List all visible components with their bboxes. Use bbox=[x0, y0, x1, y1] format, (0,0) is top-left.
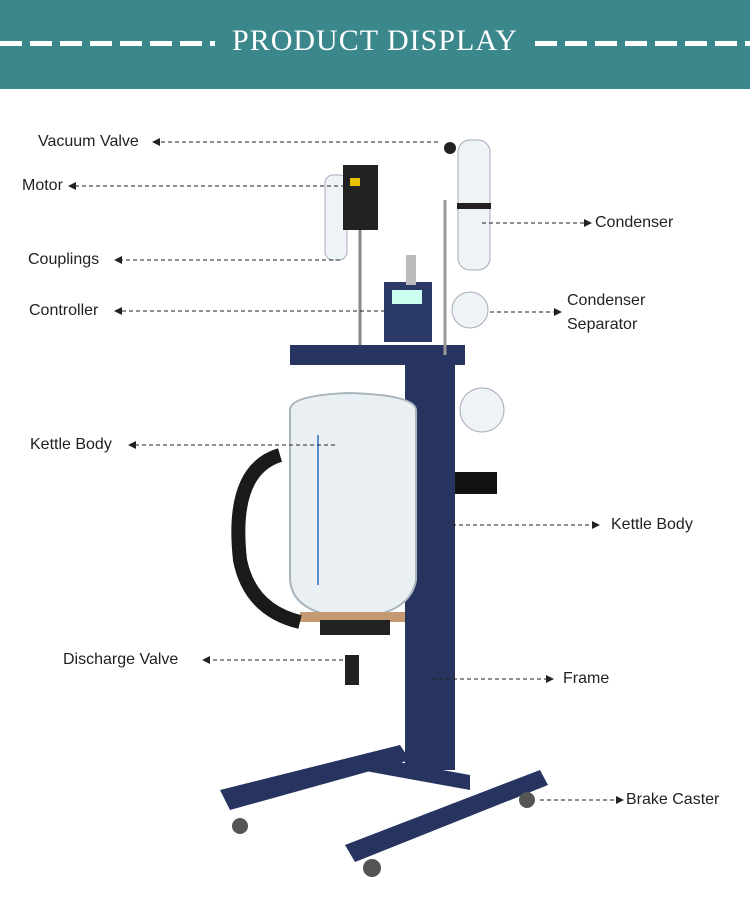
label-couplings: Couplings bbox=[28, 251, 100, 268]
brake-caster-icon bbox=[232, 792, 535, 877]
hose bbox=[231, 448, 302, 629]
kettle-body bbox=[289, 391, 417, 685]
header-banner: PRODUCT DISPLAY bbox=[0, 0, 750, 89]
page-title: PRODUCT DISPLAY bbox=[0, 24, 750, 58]
label-controller: Controller bbox=[29, 302, 99, 319]
condenser-separator bbox=[451, 291, 489, 329]
vacuum-valve bbox=[444, 142, 456, 154]
leader-lines bbox=[68, 138, 624, 804]
label-condenser-separator-line1: Condenser bbox=[567, 292, 646, 309]
label-condenser: Condenser bbox=[595, 214, 674, 231]
label-motor: Motor bbox=[22, 177, 63, 194]
label-condenser-separator-line2: Separator bbox=[567, 316, 638, 333]
discharge-valve bbox=[345, 655, 359, 685]
decorative-dashes-right bbox=[535, 41, 750, 46]
motor bbox=[343, 165, 378, 230]
label-frame: Frame bbox=[563, 670, 610, 687]
label-kettle-body-left: Kettle Body bbox=[30, 436, 112, 453]
label-discharge-valve: Discharge Valve bbox=[63, 651, 179, 668]
label-kettle-body-right: Kettle Body bbox=[611, 516, 693, 533]
decorative-dashes-left bbox=[0, 41, 215, 46]
label-brake-caster: Brake Caster bbox=[626, 791, 720, 808]
label-vacuum-valve: Vacuum Valve bbox=[38, 133, 139, 150]
